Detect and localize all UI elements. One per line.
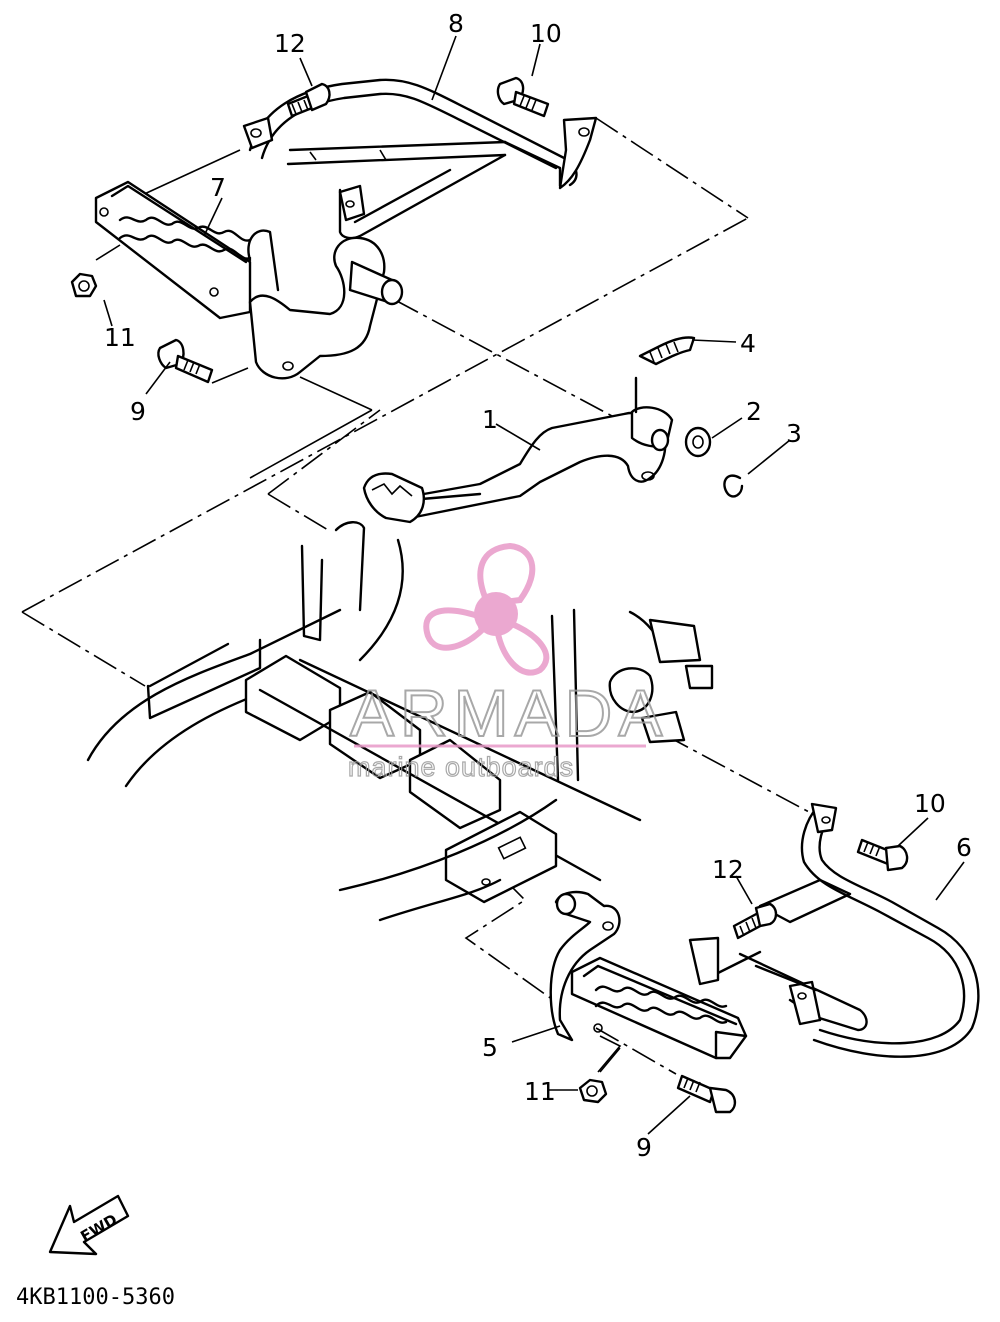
nut-11-lower — [578, 1078, 608, 1104]
callout-10-lower: 10 — [914, 789, 946, 818]
callout-9-lower: 9 — [636, 1133, 652, 1162]
footrest-guard-lower — [688, 802, 980, 1058]
spring-4 — [638, 336, 696, 366]
bolt-10-lower — [856, 838, 909, 872]
bolt-9-upper — [157, 338, 214, 384]
footrest-5-lower — [570, 956, 748, 1060]
bolt-12-lower — [732, 902, 778, 940]
callout-11-upper: 11 — [104, 323, 136, 352]
watermark-brand: ARMADA — [350, 676, 668, 750]
callout-10-upper: 10 — [530, 19, 562, 48]
callout-3: 3 — [786, 419, 802, 448]
bolt-10-upper — [496, 76, 550, 118]
footrest-bracket-lower — [549, 890, 621, 1042]
washer-2 — [684, 426, 712, 458]
fwd-direction-arrow: FWD — [48, 1194, 130, 1256]
callout-7: 7 — [210, 173, 226, 202]
footrest-7-upper — [94, 180, 252, 320]
footrest-bracket-upper — [247, 229, 404, 380]
reference-lines — [21, 117, 825, 1075]
part-code: 4KB1100-5360 — [16, 1285, 175, 1310]
watermark-tagline: marine outboards — [348, 752, 574, 782]
armada-watermark: ARMADA marine outboards — [347, 542, 668, 783]
nut-11-upper — [70, 272, 98, 298]
callout-1: 1 — [482, 405, 498, 434]
callout-11-lower: 11 — [524, 1077, 556, 1106]
callout-4: 4 — [740, 329, 756, 358]
brake-pedal-1 — [362, 376, 674, 524]
clip-3 — [723, 474, 744, 498]
callout-9-upper: 9 — [130, 397, 146, 426]
callout-labels: 12 8 10 7 11 9 4 1 2 3 10 6 12 5 11 9 — [104, 9, 972, 1162]
callout-leaders — [103, 35, 965, 1135]
footrest-guard-upper — [242, 78, 598, 240]
callout-8: 8 — [448, 9, 464, 38]
callout-6: 6 — [956, 833, 972, 862]
propeller-icon — [423, 542, 550, 676]
vehicle-frame — [86, 521, 714, 922]
bolt-12-upper — [286, 82, 331, 118]
callout-12-upper: 12 — [274, 29, 306, 58]
callout-2: 2 — [746, 397, 762, 426]
callout-5: 5 — [482, 1033, 498, 1062]
callout-12-lower: 12 — [712, 855, 744, 884]
bolt-9-lower — [676, 1074, 737, 1114]
